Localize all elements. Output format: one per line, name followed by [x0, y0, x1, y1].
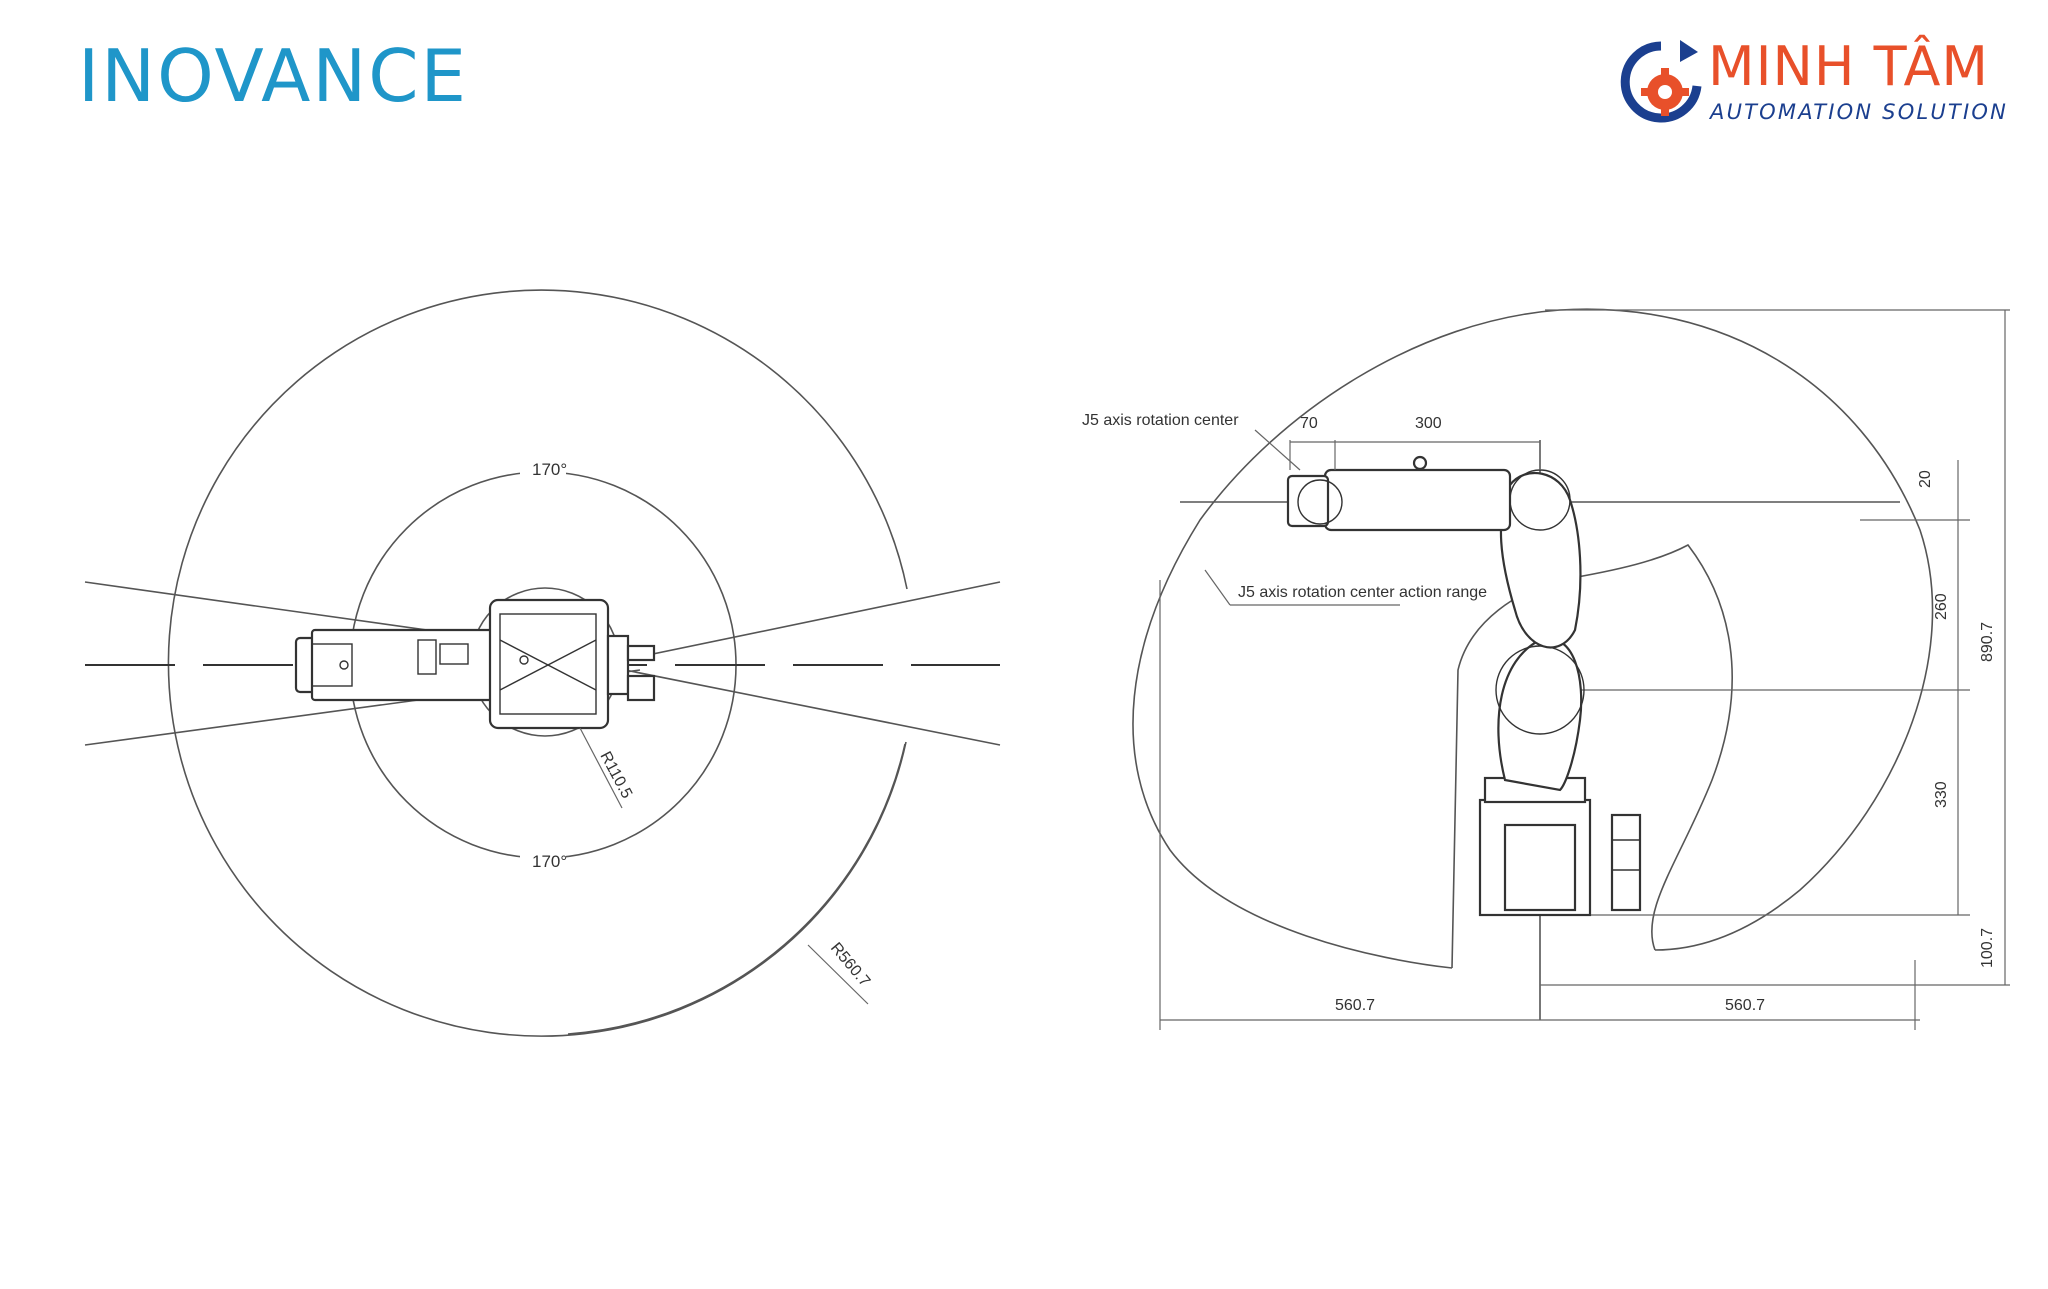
limit-line [599, 581, 1001, 666]
label-j5-rotation-center: J5 axis rotation center [1082, 412, 1239, 429]
dim-300: 300 [1415, 415, 1442, 432]
minh-tam-logo: MINH TÂM AUTOMATION SOLUTION [1618, 36, 2018, 136]
dim-260: 260 [1933, 593, 1950, 620]
outer-reach-circle [167, 289, 908, 1037]
top-view: 170° 170° R110.5 R560.7 [84, 289, 1001, 1037]
gear-arrow-emblem-icon [1620, 40, 1702, 123]
dim-70: 70 [1300, 415, 1318, 432]
label-j5-action-range: J5 axis rotation center action range [1238, 584, 1487, 601]
j5-action-range-outer [1132, 308, 1934, 969]
robot-top-view [294, 598, 656, 730]
limit-line [599, 664, 1001, 746]
angle-label-bottom: 170° [532, 852, 567, 871]
minh-tam-tagline: AUTOMATION SOLUTION [1710, 100, 2008, 124]
radius-label-inner: R110.5 [596, 749, 635, 802]
dim-330: 330 [1933, 781, 1950, 808]
dim-890-7: 890.7 [1979, 622, 1996, 662]
angle-label-top: 170° [532, 460, 567, 479]
radius-label-outer: R560.7 [827, 940, 873, 991]
minh-tam-name: MINH TÂM [1708, 35, 1990, 98]
dim-20: 20 [1917, 470, 1934, 488]
dim-left-560-7: 560.7 [1335, 997, 1375, 1014]
side-view: J5 axis rotation center J5 axis rotation… [1082, 308, 2010, 1030]
dim-right-560-7: 560.7 [1725, 997, 1765, 1014]
robot-side-view [1286, 455, 1642, 917]
inovance-logo: INOVANCE [78, 34, 469, 118]
dim-100-7: 100.7 [1979, 928, 1996, 968]
